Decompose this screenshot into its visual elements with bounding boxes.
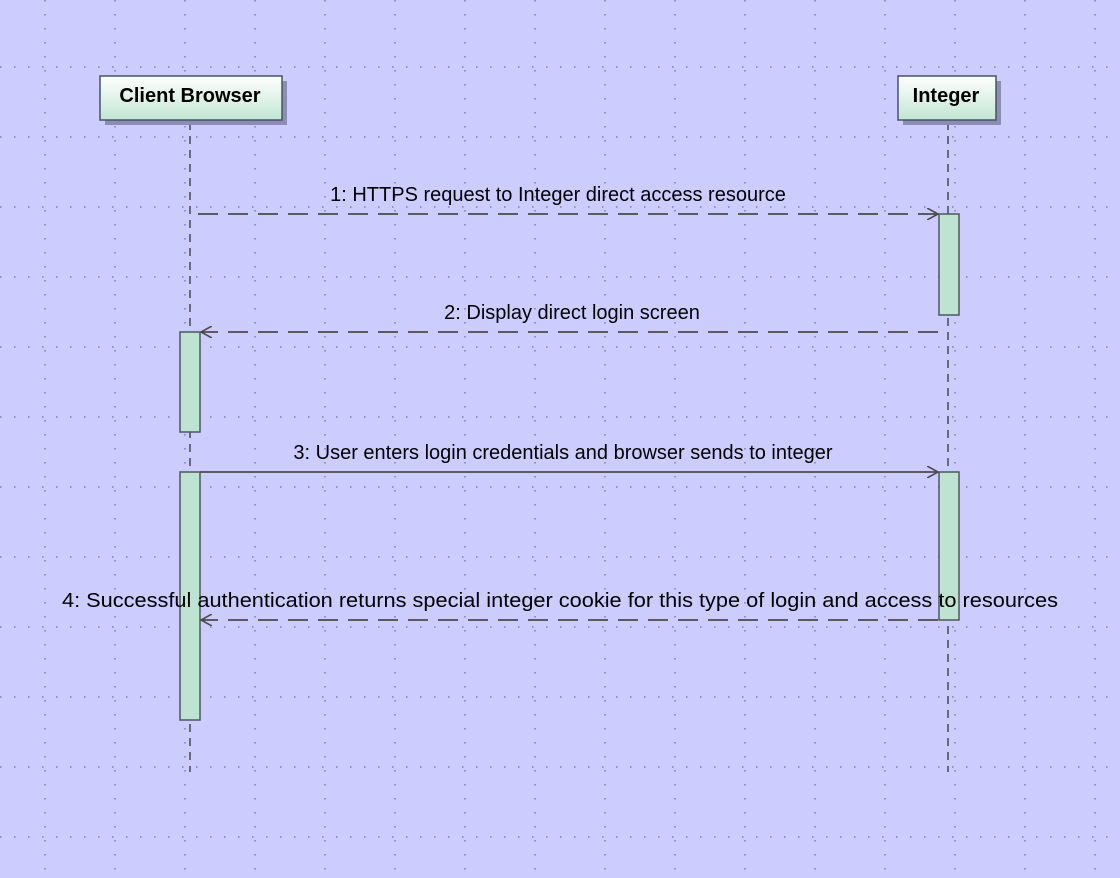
message-4[interactable]: 4: Successful authentication returns spe… [62, 590, 1058, 620]
participant-label-client: Client Browser [119, 85, 260, 107]
participant-integer[interactable]: Integer [897, 75, 1001, 125]
participant-label-integer: Integer [913, 85, 980, 107]
activation-bar-client-2 [179, 471, 201, 721]
message-label: 4: Successful authentication returns spe… [62, 590, 1058, 612]
message-1[interactable]: 1: HTTPS request to Integer direct acces… [198, 184, 938, 214]
activation-bar-integer-2 [938, 471, 960, 621]
message-label: 2: Display direct login screen [444, 302, 700, 324]
participant-box [99, 75, 283, 121]
message-label: 1: HTTPS request to Integer direct acces… [330, 184, 786, 206]
activation-bar-integer-1 [938, 213, 960, 316]
participant-box [897, 75, 997, 121]
message-3[interactable]: 3: User enters login credentials and bro… [200, 442, 938, 472]
message-label: 3: User enters login credentials and bro… [293, 442, 833, 464]
participant-client-browser[interactable]: Client Browser [99, 75, 287, 125]
activation-bar-client-1 [179, 331, 201, 433]
message-2[interactable]: 2: Display direct login screen [201, 302, 938, 332]
